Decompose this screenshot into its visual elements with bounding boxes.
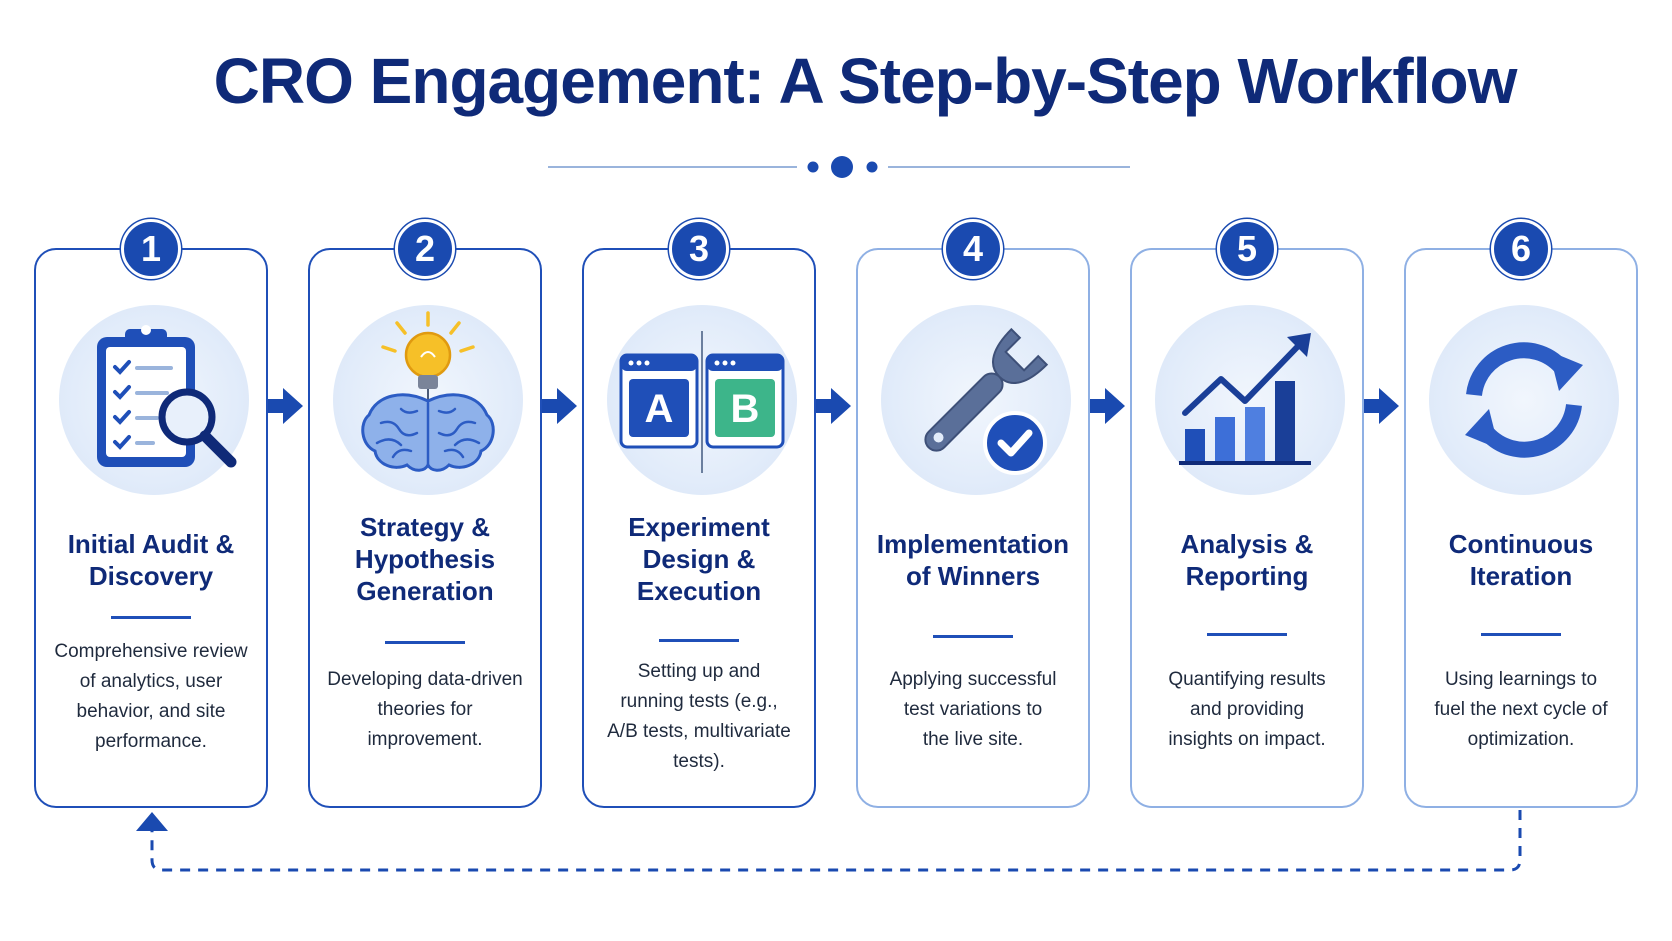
connector-arrow-5 [1361,388,1399,424]
step-description: Using learnings to fuel the next cycle o… [1434,669,1608,750]
divider-dot-large [831,156,853,178]
step-card-2: 2 [308,219,542,808]
title-underline [933,635,1013,638]
divider-dot-small-right [866,161,878,173]
refresh-cycle-icon [1465,342,1583,458]
step-card-6: 6 Continuous Iteration Using learnings t… [1404,219,1638,808]
step-number-badge: 5 [1217,219,1277,279]
title-underline [111,616,191,619]
page-title: CRO Engagement: A Step-by-Step Workflow [213,45,1518,117]
icon-circle [1155,305,1345,495]
step-title: Experiment Design & Execution [628,512,770,606]
title-underline [385,641,465,644]
connector-arrow-3 [813,388,851,424]
step-number-badge: 2 [395,219,455,279]
step-description: Applying successful test variations to t… [889,669,1057,750]
step-title: Initial Audit & Discovery [67,529,235,591]
feedback-loop-line [150,810,1522,872]
step-title: Strategy & Hypothesis Generation [354,512,496,606]
connector-arrow-2 [539,388,577,424]
icon-circle [881,305,1071,495]
connector-arrow-1 [265,388,303,424]
title-underline [1481,633,1561,636]
variant-a-label: A [645,387,674,431]
step-card-3: 3 A B Experiment Design & [582,219,816,808]
step-number-badge: 1 [121,219,181,279]
step-number-badge: 3 [669,219,729,279]
variant-b-label: B [731,387,760,431]
step-description: Setting up and running tests (e.g., A/B … [607,661,791,772]
step-card-5: 5 Analysis & Reporting Quantifying resul… [1130,219,1364,808]
step-description: Quantifying results and providing insigh… [1168,669,1326,750]
title-underline [659,639,739,642]
ab-test-icon: A B [619,331,785,473]
step-number-badge: 4 [943,219,1003,279]
divider-dot-small-left [807,161,819,173]
step-title: Implementation of Winners [876,529,1070,591]
clipboard-magnifier-icon [97,325,237,468]
connector-arrow-4 [1087,388,1125,424]
step-description: Comprehensive review of analytics, user … [54,641,248,752]
wrench-check-icon [924,327,1049,475]
step-title: Analysis & Reporting [1180,529,1314,591]
step-card-1: 1 [34,219,268,808]
step-number-badge: 6 [1491,219,1551,279]
step-description: Developing data-driven theories for impr… [327,669,523,750]
icon-circle [1429,305,1619,495]
icon-circle [333,305,523,495]
step-title: Continuous Iteration [1448,529,1594,591]
bar-chart-trend-icon [1179,333,1311,465]
feedback-loop-arrowhead [136,812,168,831]
lightbulb-brain-icon [361,311,495,472]
step-card-4: 4 Implementation of Winners Applying suc… [856,219,1090,808]
title-underline [1207,633,1287,636]
icon-circle [59,305,249,495]
icon-circle: A B [607,305,797,495]
